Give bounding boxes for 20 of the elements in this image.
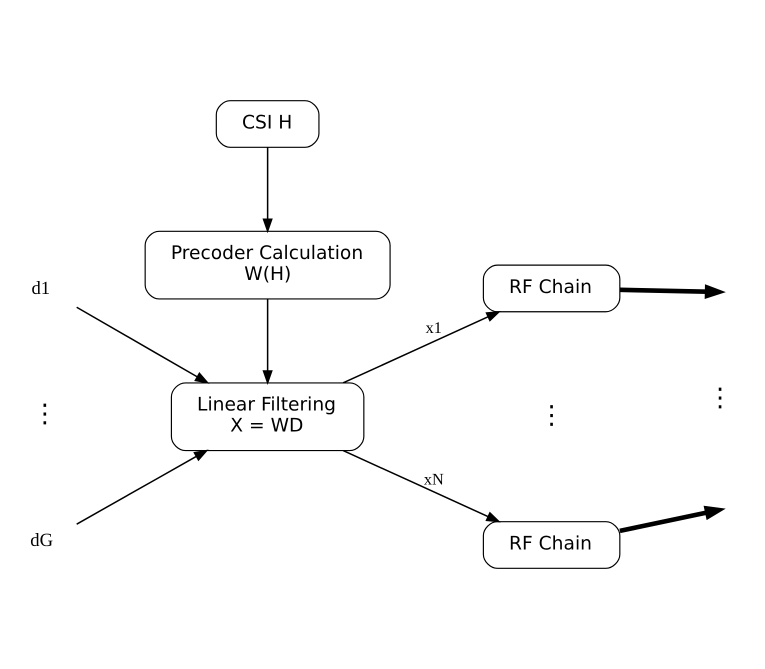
arrow [619,506,726,534]
node-box: Precoder Calculation W(H) [144,230,391,300]
node-box: CSI H [216,100,320,148]
node-box: RF Chain [482,264,620,312]
arrow [76,449,209,525]
label: ⋮ [707,382,733,413]
edge-label: x1 [426,318,442,337]
arrow [342,310,501,384]
arrow [76,306,210,384]
node-box: Linear Filtering X = WD [170,382,364,452]
node-box: RF Chain [482,521,620,569]
arrow [342,450,501,522]
arrow [262,147,273,234]
node-text: d1 [31,278,50,300]
arrow [262,299,273,385]
edge-label: xN [424,470,444,489]
label: ⋮ [32,399,58,430]
node-text: dG [30,530,54,551]
arrow [620,284,726,299]
label: ⋮ [538,400,564,430]
